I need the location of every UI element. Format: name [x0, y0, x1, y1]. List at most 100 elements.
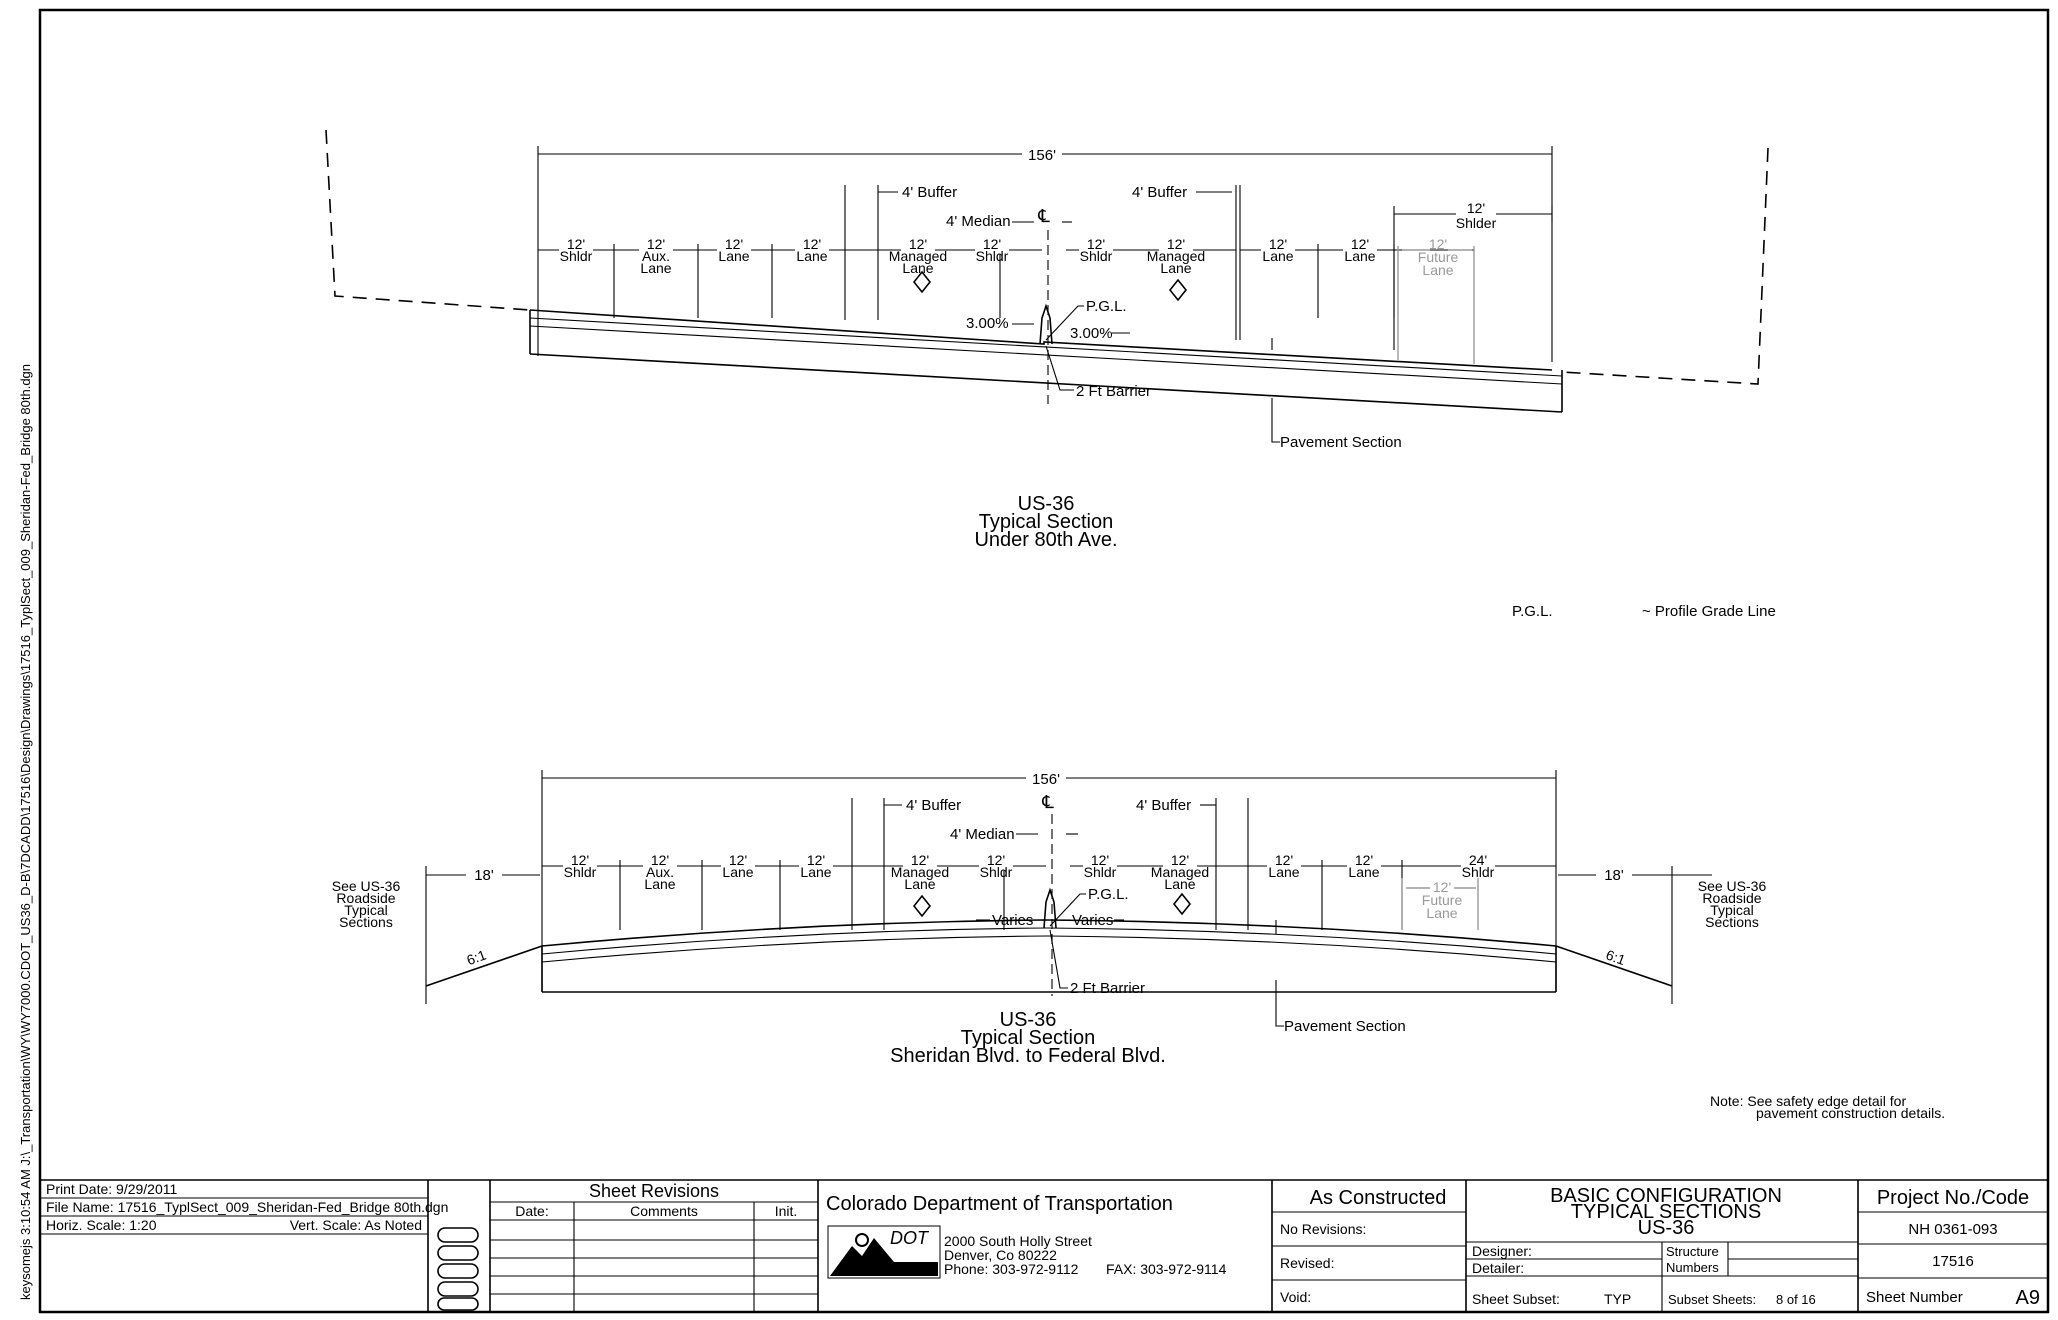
top-title-line-1: US-36 [1018, 493, 1075, 515]
top-lane-name: Lane [718, 248, 749, 264]
top-lane-name2: Lane [1160, 260, 1191, 276]
bottom-pavement-label: Pavement Section [1284, 1018, 1406, 1035]
svg-text:DOT: DOT [890, 1228, 930, 1248]
as-constructed: As Constructed [1310, 1187, 1447, 1209]
revision-tab-1 [437, 1227, 479, 1243]
legend-meaning: ~ Profile Grade Line [1642, 603, 1776, 620]
svg-text:Sections: Sections [339, 914, 393, 930]
top-shoulder-right-width: 12' [1467, 200, 1485, 216]
sheet-title-1: BASIC CONFIGURATION [1550, 1185, 1782, 1207]
void: Void: [1280, 1289, 1311, 1305]
rev-col-init: Init. [775, 1203, 798, 1219]
phone: Phone: 303-972-9112 [944, 1261, 1079, 1277]
bottom-lane-6: 12'Shldr [1083, 852, 1117, 880]
top-lane-width: 12' [725, 236, 743, 252]
bottom-lane-5: 12'Shldr [979, 852, 1013, 880]
top-lane-name: Lane [796, 248, 827, 264]
sheet-subset: TYP [1604, 1291, 1631, 1307]
bottom-pgl-label: P.G.L. [1088, 886, 1129, 903]
top-lane-width: 12' [1087, 236, 1105, 252]
horiz-scale: Horiz. Scale: 1:20 [46, 1217, 157, 1233]
vert-scale: Vert. Scale: As Noted [290, 1217, 422, 1233]
sheet-subset-label: Sheet Subset: [1472, 1291, 1560, 1307]
bottom-future-lane-name: Future [1422, 892, 1463, 908]
top-lane-2: 12'Lane [717, 236, 751, 264]
print-date: Print Date: 9/29/2011 [46, 1181, 177, 1197]
top-future-lane-width: 12' [1429, 236, 1447, 252]
file-name: File Name: 17516_TyplSect_009_Sheridan-F… [46, 1199, 448, 1215]
top-lane-width: 12' [983, 236, 1001, 252]
bottom-side-slope-left-label: 6:1 [464, 946, 488, 968]
top-managed-diamond-left [912, 270, 932, 294]
top-lane-width: 12' [1351, 236, 1369, 252]
bottom-lane-width: 12' [807, 852, 825, 868]
project-number: NH 0361-093 [1908, 1221, 1997, 1238]
bottom-title-line-2: Typical Section [961, 1027, 1096, 1049]
top-lane-width: 12' [567, 236, 585, 252]
top-lane-name2: Lane [902, 260, 933, 276]
address-line-2: Denver, Co 80222 [944, 1247, 1057, 1263]
svg-text:See US-36: See US-36 [1698, 878, 1767, 894]
top-lane-8: 12'Lane [1261, 236, 1295, 264]
bottom-lane-name2: Lane [644, 876, 675, 892]
top-lane-width: 12' [1269, 236, 1287, 252]
svg-text:Typical: Typical [1710, 902, 1754, 918]
top-lane-width: 12' [647, 236, 665, 252]
bottom-lane-name: Shldr [980, 864, 1013, 880]
svg-text:Typical: Typical [344, 902, 388, 918]
bottom-lane-1: 12'Aux.Lane [643, 852, 677, 892]
top-barrier-label: 2 Ft Barrier [1076, 383, 1151, 400]
sheet-title-3: US-36 [1638, 1217, 1695, 1239]
bottom-lane-0: 12'Shldr [563, 852, 597, 880]
project-label: Project No./Code [1877, 1187, 2029, 1209]
top-pavement-surface [529, 309, 1553, 371]
bottom-lane-name: Lane [1268, 864, 1299, 880]
bottom-lane-9: 12'Lane [1347, 852, 1381, 880]
top-pavement-label: Pavement Section [1280, 434, 1402, 451]
top-lane-name: Aux. [642, 248, 670, 264]
structure-label-2: Numbers [1666, 1260, 1719, 1275]
top-buffer-left: 4' Buffer [902, 184, 957, 201]
top-barrier [1039, 303, 1053, 345]
title-block: Print Date: 9/29/2011 File Name: 17516_T… [40, 1179, 2048, 1312]
top-lane-name: Lane [1344, 248, 1375, 264]
top-centerline-symbol: ℄ [1037, 206, 1050, 226]
bottom-lane-10: 24'Shldr [1461, 852, 1495, 880]
top-median: 4' Median [946, 213, 1011, 230]
bottom-lane-width: 12' [729, 852, 747, 868]
top-typical-section: 156' 12'Shldr12'Aux.Lane12'Lane12'Lane12… [325, 129, 1769, 551]
bottom-barrier [1043, 887, 1057, 929]
top-title-line-2: Typical Section [979, 511, 1114, 533]
side-file-path: keysomejs 3:10:54 AM J:\_Transportation\… [18, 364, 33, 1300]
top-lane-1: 12'Aux.Lane [639, 236, 673, 276]
sheet-revisions-title: Sheet Revisions [589, 1181, 719, 1201]
detailer: Detailer: [1472, 1260, 1524, 1276]
top-slope-left: 3.00% [966, 315, 1009, 332]
bottom-lane-name: Shldr [1462, 864, 1495, 880]
top-lane-name2: Lane [640, 260, 671, 276]
top-lane-0: 12'Shldr [559, 236, 593, 264]
top-future-lane-name: Future [1418, 249, 1459, 265]
top-lane-name: Managed [889, 248, 947, 264]
subset-sheets: 8 of 16 [1776, 1292, 1816, 1307]
bottom-lane-width: 12' [987, 852, 1005, 868]
bottom-lane-name: Lane [722, 864, 753, 880]
top-buffer-right: 4' Buffer [1132, 184, 1187, 201]
bottom-future-lane-name2: Lane [1426, 905, 1457, 921]
bottom-median: 4' Median [950, 826, 1015, 843]
bottom-buffer-left: 4' Buffer [906, 797, 961, 814]
no-revisions: No Revisions: [1280, 1221, 1366, 1237]
bottom-see-right: See US-36 Roadside Typical Sections [1698, 878, 1767, 930]
bottom-overall-width: 156' [1032, 771, 1060, 788]
bottom-lane-name: Shldr [564, 864, 597, 880]
bottom-lane-width: 12' [571, 852, 589, 868]
top-shoulder-right-name: Shlder [1456, 215, 1497, 231]
rev-col-date: Date: [515, 1203, 548, 1219]
top-future-lane-name2: Lane [1422, 262, 1453, 278]
rev-col-comments: Comments [630, 1203, 698, 1219]
svg-text:Sections: Sections [1705, 914, 1759, 930]
